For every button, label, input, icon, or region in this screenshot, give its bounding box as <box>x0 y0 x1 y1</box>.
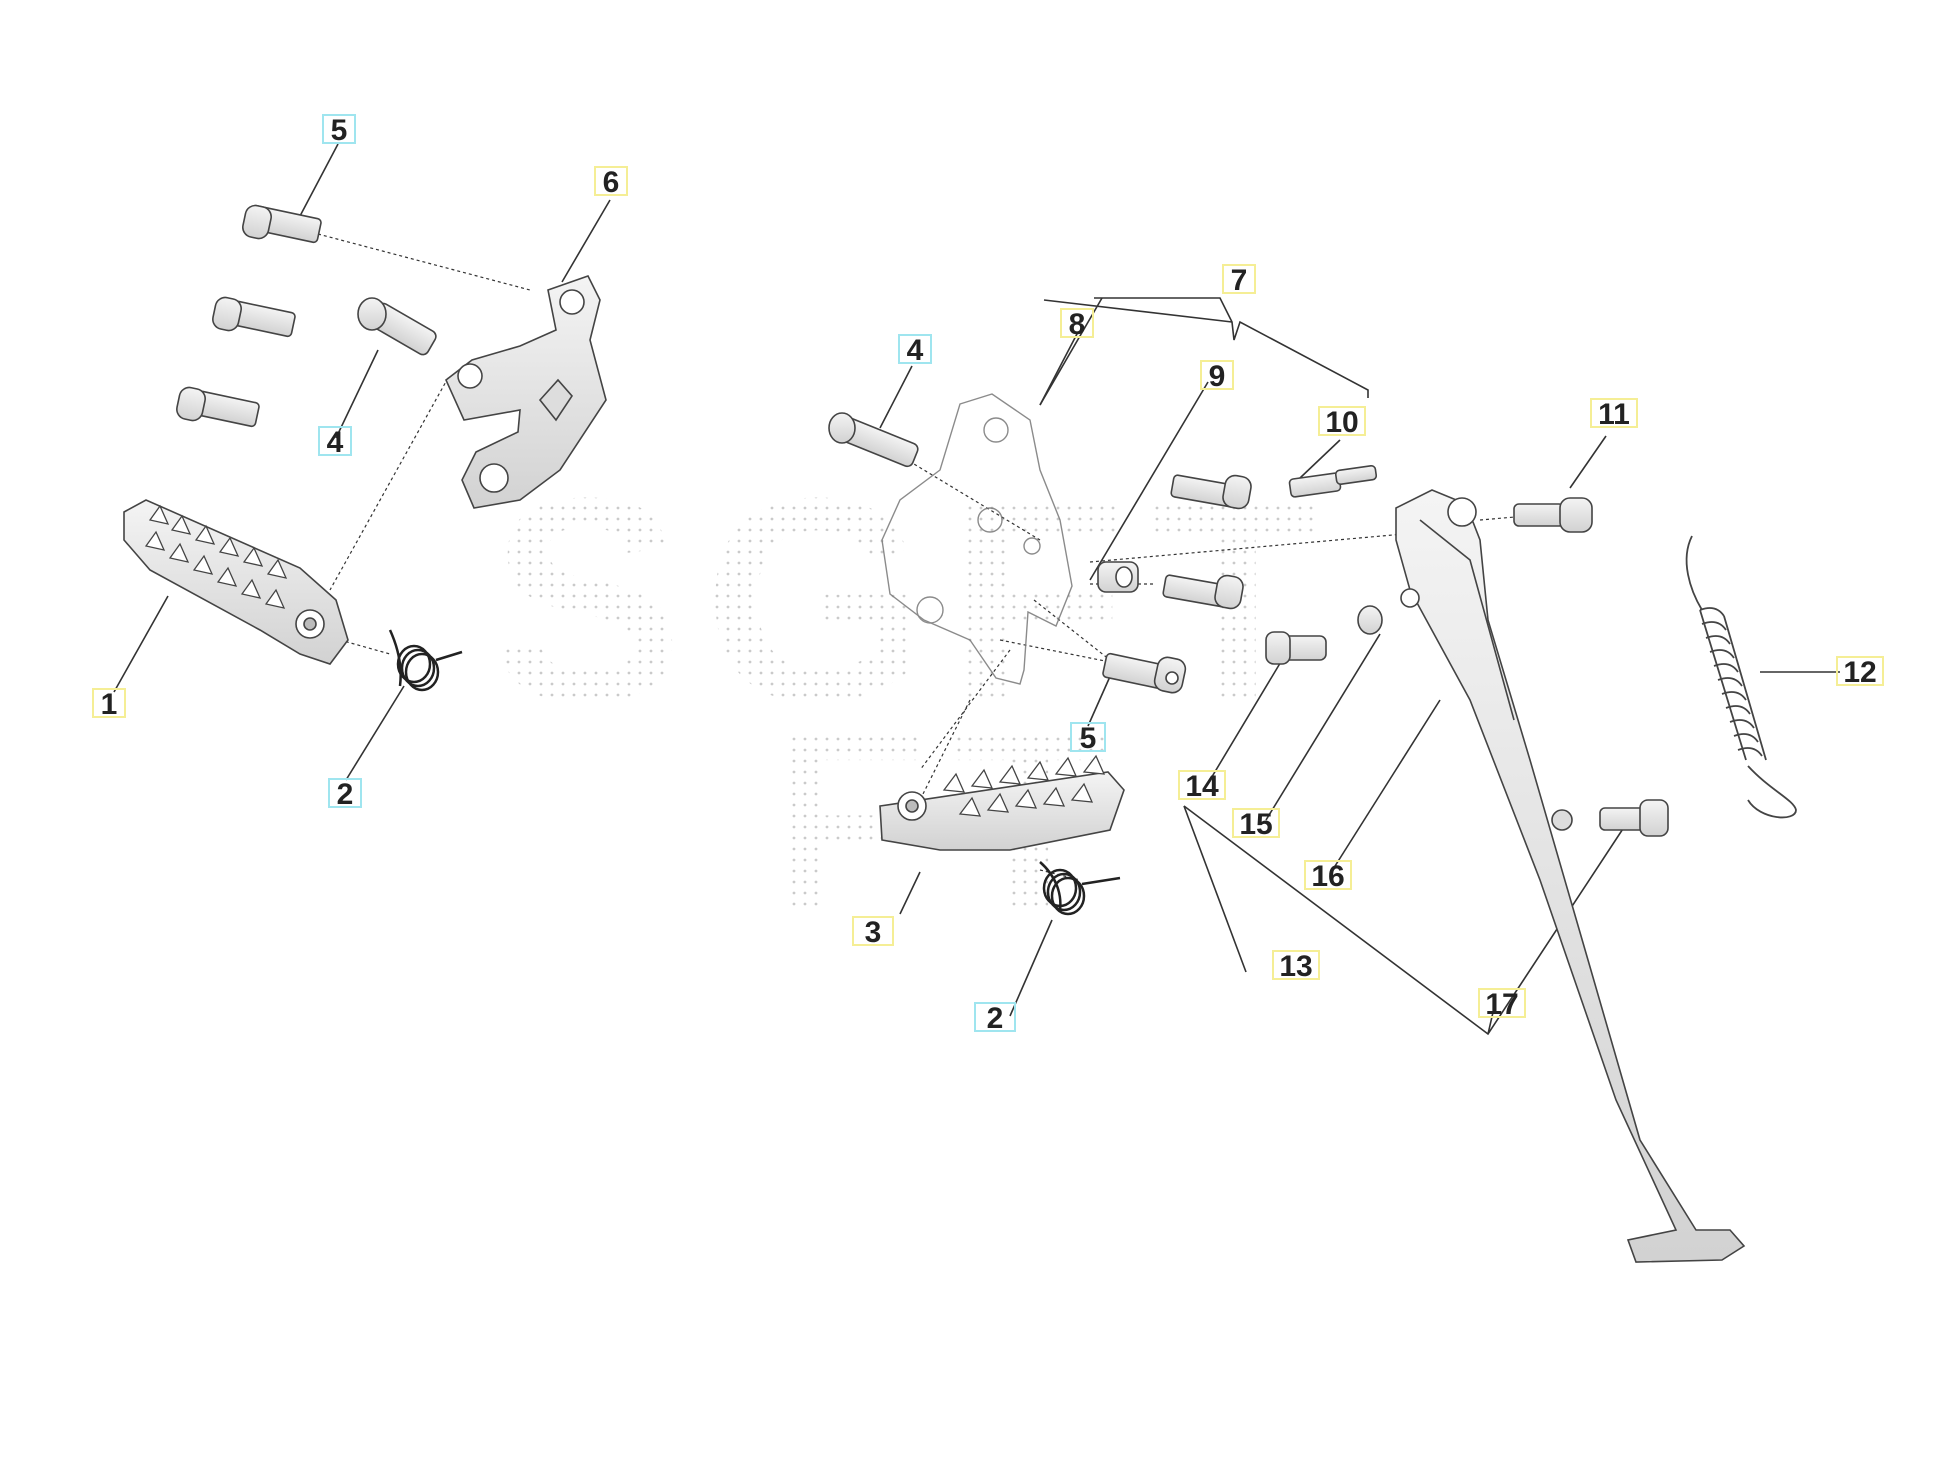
watermark: SGFT F T <box>490 438 1323 966</box>
callout-6: 6 <box>594 166 628 198</box>
footpeg-center <box>879 754 1125 851</box>
callout-4-center: 4 <box>898 334 932 366</box>
bolt-11 <box>1513 497 1593 533</box>
callout-3: 3 <box>852 916 894 948</box>
spacer-center <box>1097 561 1139 593</box>
callout-5-center: 5 <box>1070 722 1106 754</box>
callout-11: 11 <box>1590 398 1638 430</box>
callout-2-center: 2 <box>974 1002 1016 1034</box>
sidestand <box>1395 489 1746 1263</box>
callout-7: 7 <box>1222 264 1256 296</box>
callout-10: 10 <box>1318 406 1366 438</box>
callout-13: 13 <box>1272 950 1320 982</box>
bolt-mid-left <box>212 296 296 338</box>
callout-17: 17 <box>1478 988 1526 1020</box>
left-assembly <box>123 204 607 665</box>
callout-14: 14 <box>1178 770 1226 802</box>
bolt-low-left <box>176 386 260 428</box>
callout-15: 15 <box>1232 808 1280 840</box>
right-assembly <box>1395 489 1746 1263</box>
center-bracket <box>881 393 1073 685</box>
callout-2-left: 2 <box>328 778 362 810</box>
callout-16: 16 <box>1304 860 1352 892</box>
bolt-9-lower <box>1162 574 1244 610</box>
center-parts <box>828 412 1383 851</box>
bolt-center <box>1102 652 1187 694</box>
pin-center <box>828 412 919 468</box>
callout-9: 9 <box>1200 360 1234 392</box>
callout-12: 12 <box>1836 656 1884 688</box>
bolt-9-upper <box>1170 474 1252 510</box>
ball-15 <box>1357 605 1383 635</box>
spring-12 <box>1685 535 1797 819</box>
spring-center <box>1039 861 1121 916</box>
callout-5-top-left: 5 <box>322 114 356 146</box>
callout-8: 8 <box>1060 308 1094 340</box>
pin-left <box>357 297 437 356</box>
bolt-17 <box>1599 799 1669 837</box>
footpeg-left <box>123 499 349 665</box>
callout-1: 1 <box>92 688 126 720</box>
callout-4-left: 4 <box>318 426 352 458</box>
fitting-10 <box>1288 465 1378 498</box>
bushing-14 <box>1265 631 1327 665</box>
bracket-left <box>445 275 607 509</box>
bolt-top-left <box>242 204 322 244</box>
spring-left <box>388 629 463 692</box>
